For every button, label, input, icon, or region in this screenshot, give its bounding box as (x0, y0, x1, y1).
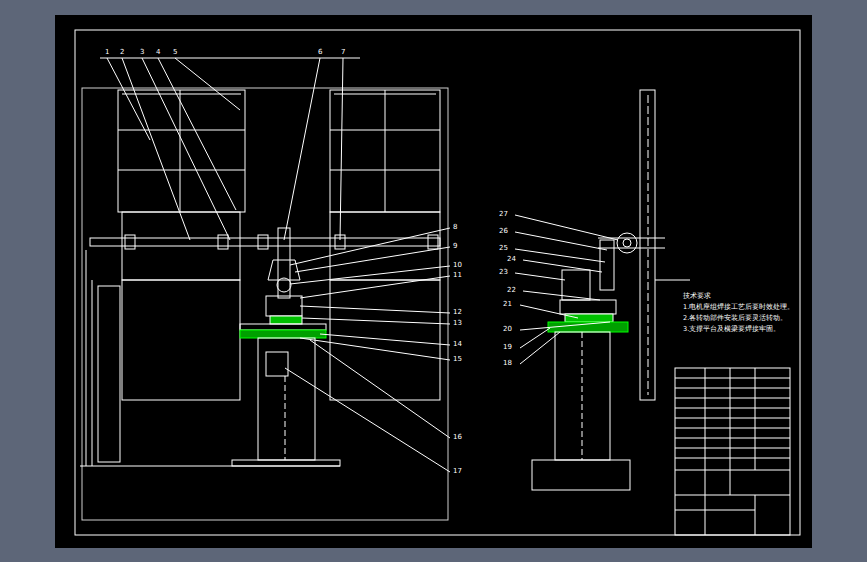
callout-number: 27 (498, 210, 509, 218)
callout-number: 24 (506, 255, 517, 263)
callout-number: 16 (452, 433, 463, 441)
callout-number: 9 (452, 242, 458, 250)
callout-number: 5 (172, 48, 178, 56)
callout-number: 13 (452, 319, 463, 327)
technical-note: 2.各转动部件安装后要灵活转动。 (682, 314, 788, 322)
technical-note: 1.电机座组焊接工艺后要时效处理。 (682, 303, 795, 311)
callout-number: 20 (502, 325, 513, 333)
callout-number: 1 (104, 48, 110, 56)
callout-number: 21 (502, 300, 513, 308)
callout-number: 14 (452, 340, 463, 348)
callout-number: 7 (340, 48, 346, 56)
callout-number: 17 (452, 467, 463, 475)
callout-number: 3 (139, 48, 145, 56)
callout-number: 22 (506, 286, 517, 294)
callout-number: 6 (317, 48, 323, 56)
callout-number: 10 (452, 261, 463, 269)
technical-note: 3.支撑平台及横梁要焊接牢固。 (682, 325, 781, 333)
callout-number: 12 (452, 308, 463, 316)
callout-number: 19 (502, 343, 513, 351)
callout-number: 2 (119, 48, 125, 56)
callout-number: 26 (498, 227, 509, 235)
callout-number: 15 (452, 355, 463, 363)
callout-number: 18 (502, 359, 513, 367)
callout-number: 4 (155, 48, 161, 56)
callout-number: 11 (452, 271, 463, 279)
callout-number: 25 (498, 244, 509, 252)
callout-number: 8 (452, 223, 458, 231)
callout-number: 23 (498, 268, 509, 276)
technical-note: 技术要求 (682, 292, 712, 300)
